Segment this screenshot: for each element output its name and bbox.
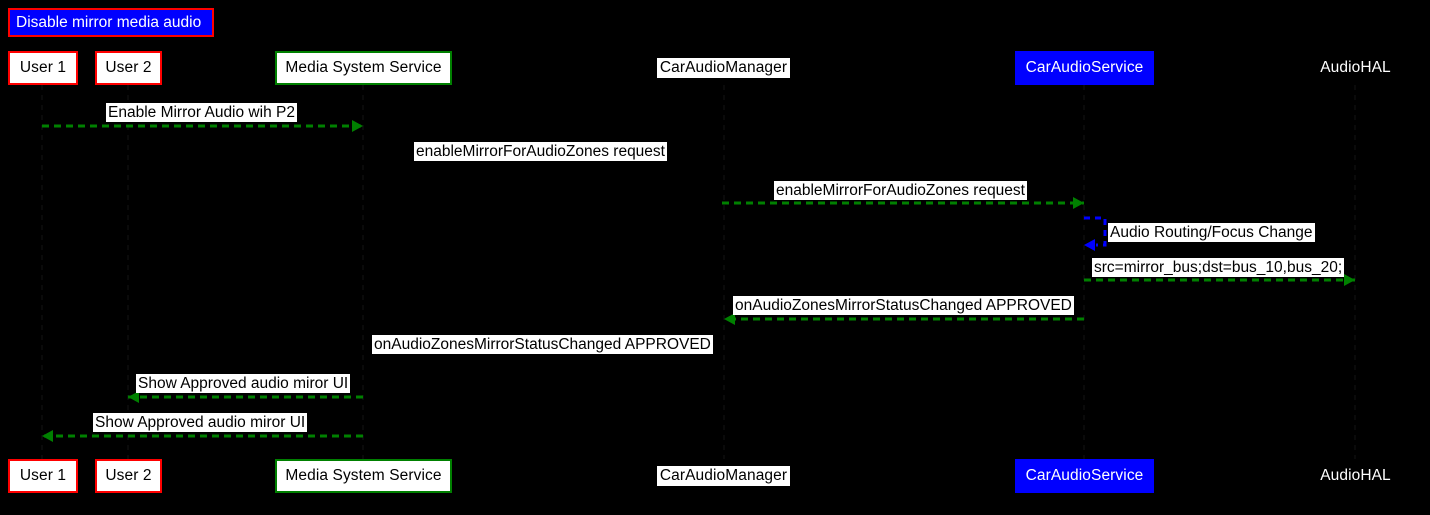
arrowhead-m8 xyxy=(128,391,139,403)
participant-label: User 2 xyxy=(105,59,152,77)
participant-label: Media System Service xyxy=(285,467,442,485)
participant-label: CarAudioManager xyxy=(659,59,788,77)
participant-label: CarAudioManager xyxy=(659,467,788,485)
participant-header-hal: AudioHAL xyxy=(1317,58,1394,78)
participant-footer-user2: User 2 xyxy=(95,459,162,493)
arrowhead-m4 xyxy=(1084,239,1095,251)
message-label-m6: onAudioZonesMirrorStatusChanged APPROVED xyxy=(733,296,1074,315)
participant-header-cas: CarAudioService xyxy=(1015,51,1154,85)
message-selfcall-m4 xyxy=(1084,216,1107,247)
arrowhead-m6 xyxy=(724,313,735,325)
participant-label: Media System Service xyxy=(285,59,442,77)
participant-label: CarAudioService xyxy=(1025,467,1144,485)
participant-label: User 1 xyxy=(19,467,67,485)
participant-label: User 1 xyxy=(19,59,67,77)
arrowhead-m3 xyxy=(1073,197,1084,209)
message-label-m3: enableMirrorForAudioZones request xyxy=(774,181,1027,200)
message-label-m4: Audio Routing/Focus Change xyxy=(1108,223,1315,242)
message-label-m9: Show Approved audio miror UI xyxy=(93,413,308,432)
participant-footer-hal: AudioHAL xyxy=(1317,466,1394,486)
message-label-m2: enableMirrorForAudioZones request xyxy=(414,142,667,161)
message-label-m5: src=mirror_bus;dst=bus_10,bus_20; xyxy=(1092,258,1345,277)
participant-footer-mss: Media System Service xyxy=(275,459,452,493)
participant-label: CarAudioService xyxy=(1025,59,1144,77)
participant-header-cam: CarAudioManager xyxy=(657,58,790,78)
message-label-m8: Show Approved audio miror UI xyxy=(136,374,351,393)
participant-header-user1: User 1 xyxy=(8,51,78,85)
arrowhead-m1 xyxy=(352,120,363,132)
participant-footer-user1: User 1 xyxy=(8,459,78,493)
participant-label: AudioHAL xyxy=(1320,59,1391,77)
participant-footer-cas: CarAudioService xyxy=(1015,459,1154,493)
participant-header-mss: Media System Service xyxy=(275,51,452,85)
participant-footer-cam: CarAudioManager xyxy=(657,466,790,486)
arrowhead-m9 xyxy=(42,430,53,442)
diagram-title-text: Disable mirror media audio xyxy=(16,13,202,31)
diagram-title-box: Disable mirror media audio xyxy=(8,8,214,37)
message-label-m7: onAudioZonesMirrorStatusChanged APPROVED xyxy=(372,335,713,354)
message-label-m1: Enable Mirror Audio wih P2 xyxy=(106,103,297,122)
participant-header-user2: User 2 xyxy=(95,51,162,85)
arrowhead-m5 xyxy=(1344,274,1355,286)
participant-label: AudioHAL xyxy=(1320,467,1391,485)
participant-label: User 2 xyxy=(105,467,152,485)
